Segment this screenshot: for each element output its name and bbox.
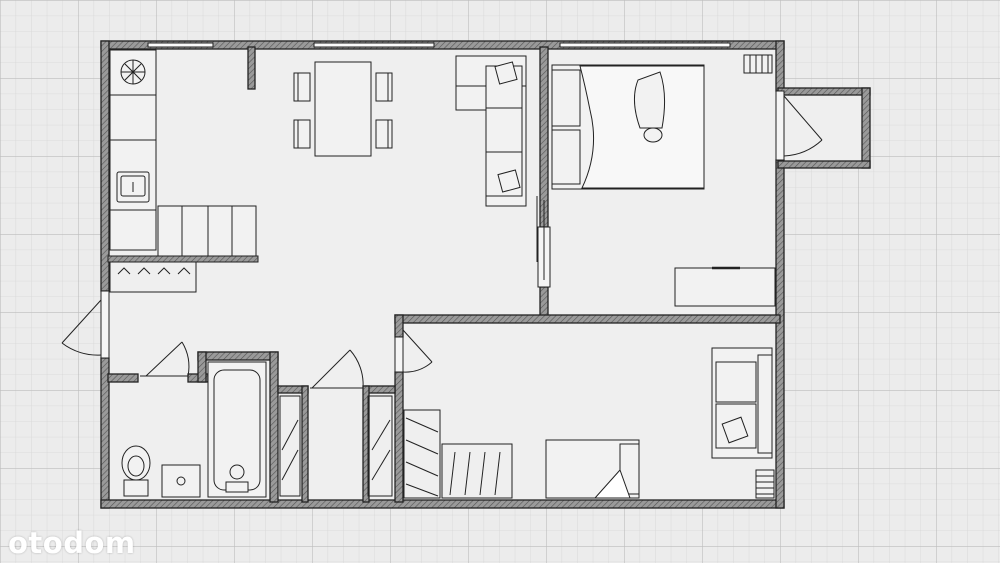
outer-wall-bottom bbox=[100, 499, 785, 509]
entrance-door bbox=[61, 290, 110, 359]
dining-table bbox=[293, 61, 393, 157]
person-icon bbox=[634, 71, 666, 143]
bedroom-sliding-door bbox=[536, 196, 551, 288]
wall-wardrobe-divider bbox=[301, 385, 309, 503]
radiator-icon bbox=[755, 469, 775, 499]
bathroom-sink-icon bbox=[161, 464, 201, 498]
chair bbox=[375, 119, 393, 149]
kitchen-sink-icon bbox=[116, 171, 150, 203]
wall-bathroom-top bbox=[107, 373, 139, 383]
balcony-wall-right bbox=[861, 87, 871, 169]
living-room-sofa bbox=[455, 55, 527, 207]
wall-kitchen-stub bbox=[247, 46, 256, 90]
hall-closets bbox=[279, 395, 393, 497]
walls bbox=[100, 40, 871, 509]
balcony-door bbox=[775, 90, 823, 161]
wardrobe-door bbox=[310, 349, 364, 389]
wall-living-bedroom-lower bbox=[539, 286, 549, 318]
pillow bbox=[721, 416, 749, 444]
bathroom bbox=[121, 361, 267, 498]
hall-wardrobe bbox=[109, 261, 197, 293]
kitchen-cabinets bbox=[157, 205, 257, 257]
kitchen bbox=[107, 49, 259, 293]
wardrobe-shelving bbox=[403, 409, 513, 499]
outer-wall-right-lower bbox=[775, 159, 785, 509]
washing-machine-icon bbox=[225, 464, 249, 493]
second-bedroom-door bbox=[394, 329, 433, 373]
balcony-wall-top bbox=[777, 87, 871, 96]
chair bbox=[375, 72, 393, 102]
wall-middle-horizontal bbox=[394, 314, 781, 324]
bedroom bbox=[551, 54, 776, 307]
windows bbox=[147, 42, 731, 48]
outer-wall-left-upper bbox=[100, 40, 110, 292]
chair bbox=[293, 72, 311, 102]
cooktop-icon bbox=[120, 59, 146, 85]
toilet-icon bbox=[121, 445, 151, 497]
wall-bedroom2-left bbox=[394, 314, 404, 338]
pillow bbox=[494, 61, 518, 85]
outer-wall-right-upper bbox=[775, 40, 785, 92]
radiator-icon bbox=[743, 54, 773, 74]
table-top bbox=[314, 61, 372, 157]
balcony-wall-bottom bbox=[777, 160, 871, 169]
otodom-watermark: otodom bbox=[8, 526, 136, 560]
second-bedroom bbox=[403, 347, 775, 499]
bathroom-door bbox=[140, 341, 190, 377]
chair bbox=[293, 119, 311, 149]
bedroom-dresser bbox=[674, 267, 776, 307]
pillow bbox=[497, 169, 521, 193]
